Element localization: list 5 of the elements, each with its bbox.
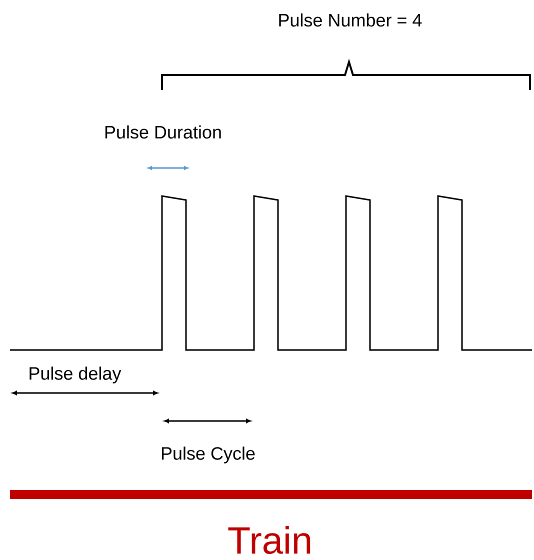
label-text: Pulse Duration <box>105 125 221 139</box>
label-text: Pulse Number = 4 <box>279 13 422 27</box>
train-label: Train <box>228 526 310 554</box>
label-text: Pulse Cycle <box>162 446 255 464</box>
label-text: Pulse delay <box>30 366 122 384</box>
